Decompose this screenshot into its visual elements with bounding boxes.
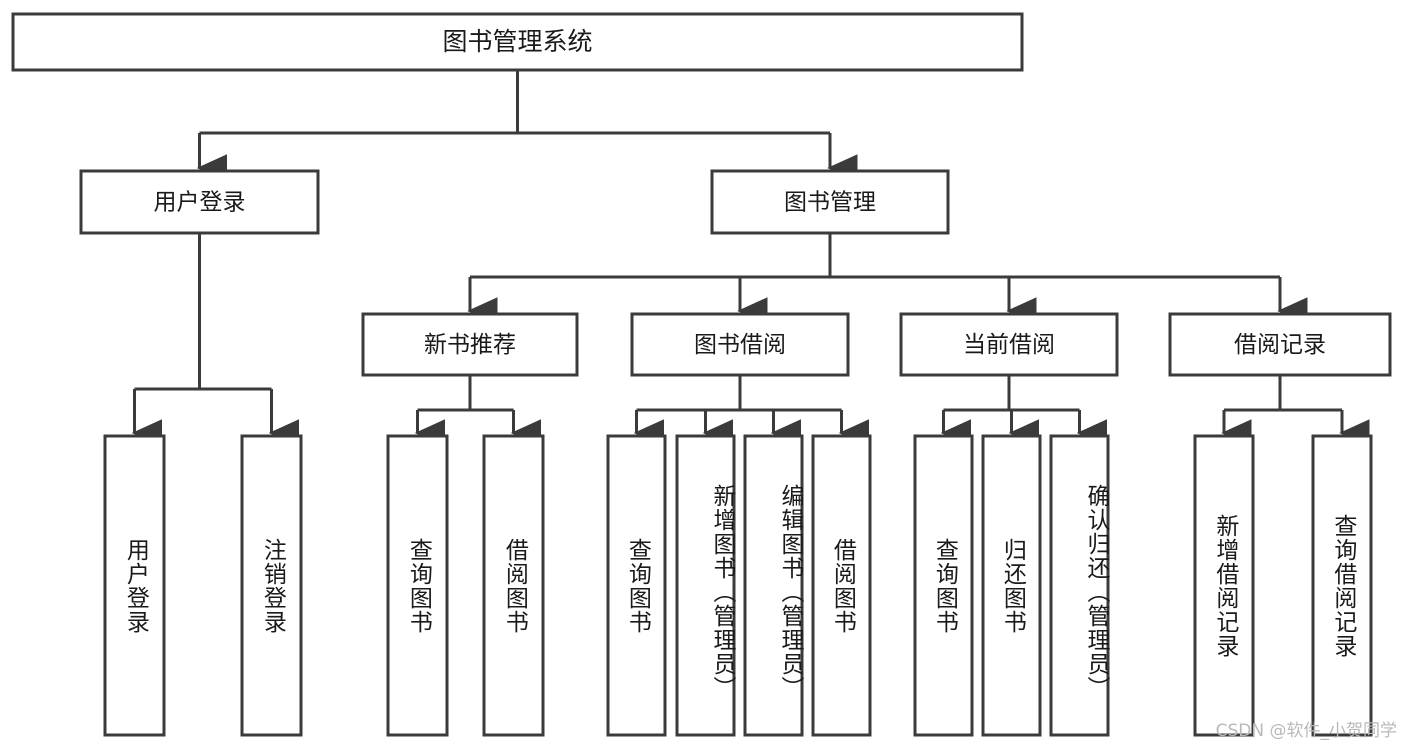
- leaf-leaf-bb-add-book-rect[interactable]: [675, 434, 736, 737]
- node-borrow-record[interactable]: 借阅记录: [1168, 312, 1392, 377]
- node-book-borrow-rect: [630, 312, 850, 377]
- node-user-login-label: 用户登录: [154, 190, 246, 216]
- node-new-book-recommend[interactable]: 新书推荐: [361, 312, 579, 377]
- leaf-leaf-rec-query-book-rect[interactable]: [386, 434, 449, 737]
- leaf-leaf-bb-query-book-rect[interactable]: [606, 434, 667, 737]
- node-borrow-record-rect: [1168, 312, 1392, 377]
- node-book-borrow-label: 图书借阅: [694, 332, 786, 358]
- node-current-borrow-label: 当前借阅: [963, 332, 1055, 358]
- node-book-management-label: 图书管理: [784, 190, 876, 216]
- node-book-management[interactable]: 图书管理: [710, 169, 950, 235]
- leaf-leaf-bb-edit-book-rect[interactable]: [743, 434, 804, 737]
- leaf-leaf-cb-confirm-rect[interactable]: [1049, 434, 1110, 737]
- leaf-leaf-br-add-record-rect[interactable]: [1193, 434, 1255, 737]
- node-root-rect: [11, 12, 1024, 72]
- node-user-login[interactable]: 用户登录: [79, 169, 320, 235]
- leaf-leaf-rec-borrow-book-rect[interactable]: [482, 434, 545, 737]
- node-book-management-rect: [710, 169, 950, 235]
- node-new-book-recommend-rect: [361, 312, 579, 377]
- leaf-leaf-bb-borrow-book-rect[interactable]: [811, 434, 872, 737]
- node-book-borrow[interactable]: 图书借阅: [630, 312, 850, 377]
- leaf-leaf-br-query-record-rect[interactable]: [1311, 434, 1373, 737]
- node-root[interactable]: 图书管理系统: [11, 12, 1024, 72]
- node-current-borrow-rect: [899, 312, 1119, 377]
- node-borrow-record-label: 借阅记录: [1234, 332, 1326, 358]
- node-new-book-recommend-label: 新书推荐: [424, 332, 516, 358]
- leaf-leaf-user-logout-rect[interactable]: [240, 434, 303, 737]
- csdn-watermark: CSDN @软件_小贺同学: [1215, 721, 1397, 741]
- node-current-borrow[interactable]: 当前借阅: [899, 312, 1119, 377]
- node-user-login-rect: [79, 169, 320, 235]
- leaf-leaf-cb-return-book-rect[interactable]: [981, 434, 1042, 737]
- leaf-leaf-cb-query-book-rect[interactable]: [913, 434, 974, 737]
- connector-layer: [131, 70, 1370, 447]
- node-root-label: 图书管理系统: [442, 27, 592, 56]
- leaf-leaf-user-login-rect[interactable]: [103, 434, 166, 737]
